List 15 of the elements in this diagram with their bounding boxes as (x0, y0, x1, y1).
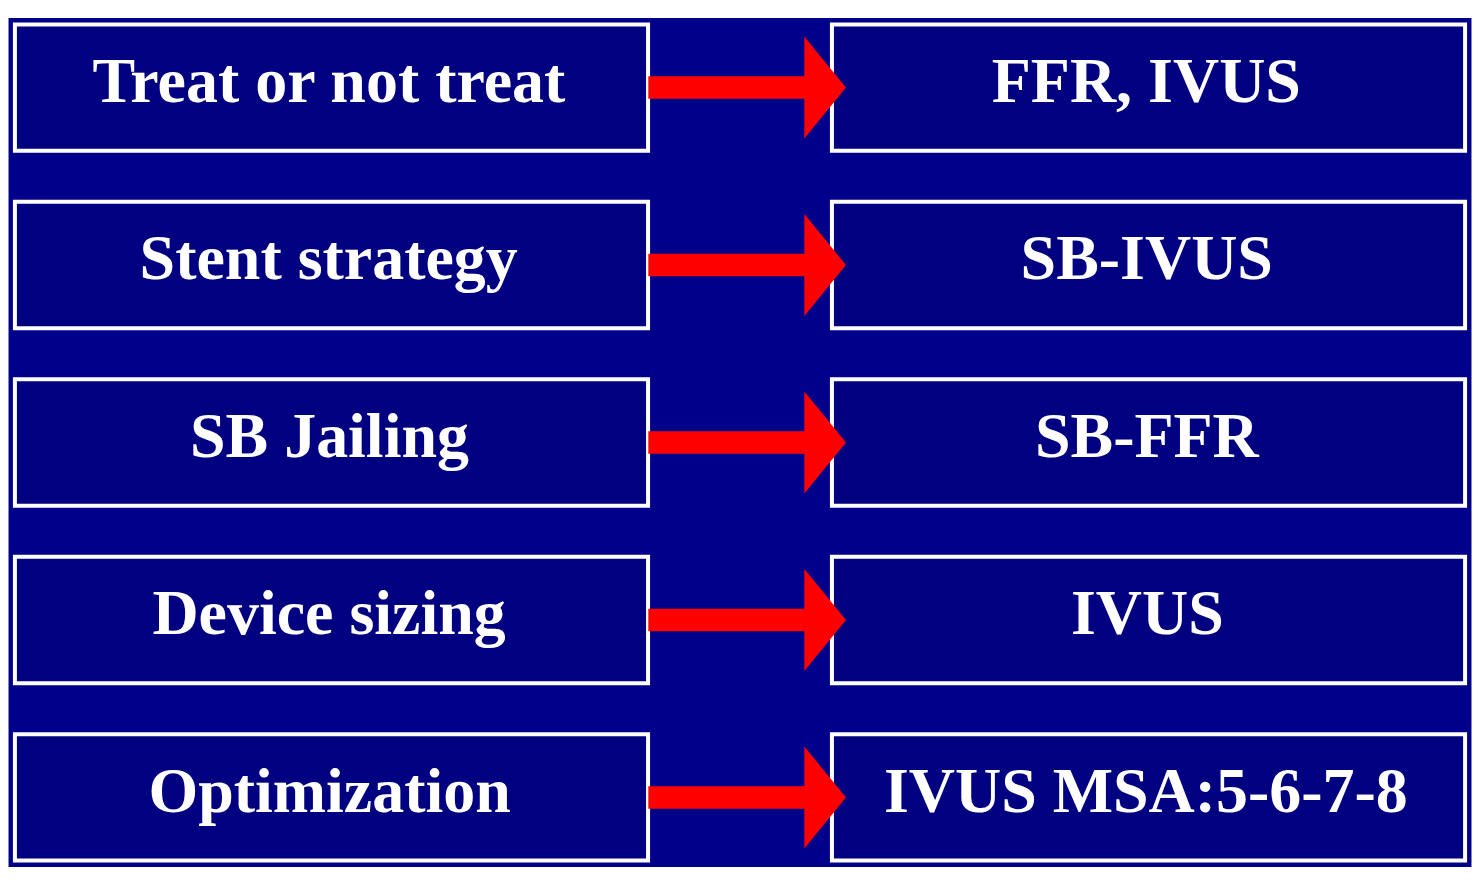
node-box: Device sizing (12, 554, 651, 685)
node-box: Optimization (12, 731, 651, 863)
node-box: Stent strategy (12, 199, 651, 330)
node-box: SB-FFR (829, 376, 1468, 508)
arrow (648, 745, 846, 848)
node-box: SB Jailing (12, 376, 651, 508)
node-box: IVUS MSA:5-6-7-8 (829, 731, 1468, 863)
node-box: SB-IVUS (829, 199, 1468, 330)
node-box: IVUS (829, 554, 1468, 685)
arrow (648, 391, 846, 493)
node-box: Treat or not treat (12, 21, 651, 153)
arrow (648, 36, 846, 139)
node-box: FFR, IVUS (829, 21, 1468, 153)
arrow (648, 213, 846, 316)
arrow (648, 568, 846, 671)
